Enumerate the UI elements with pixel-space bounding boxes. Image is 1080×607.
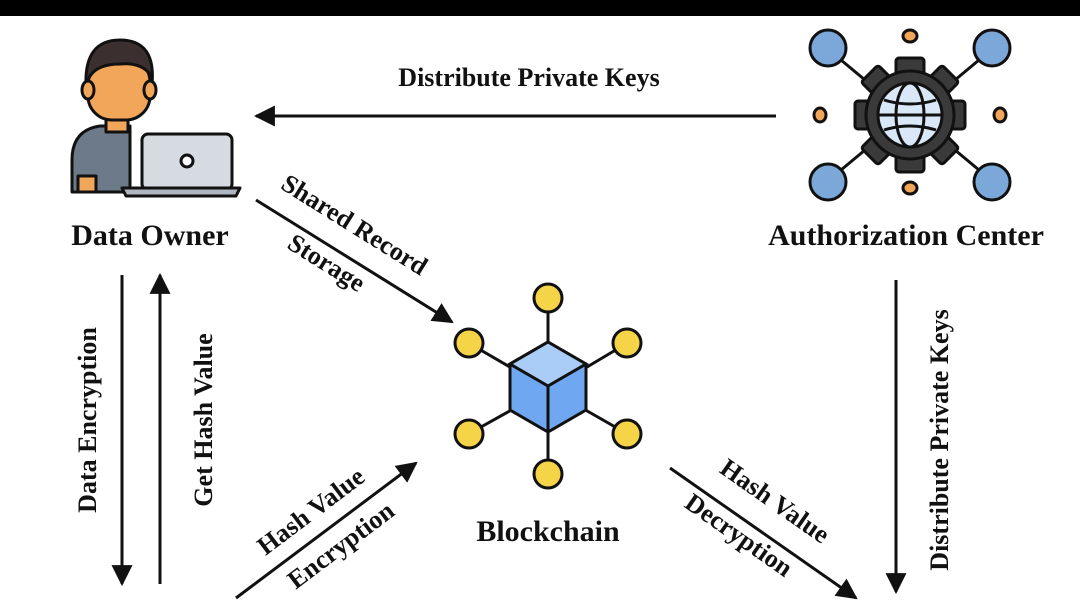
- label-data-encryption: Data Encryption: [73, 327, 102, 513]
- gear-network-icon: [808, 28, 1012, 202]
- arrow-blockchain-out: [669, 466, 858, 600]
- label-distribute-private-keys-top: Distribute Private Keys: [398, 63, 659, 92]
- authorization-center-label: Authorization Center: [768, 219, 1044, 252]
- label-get-hash-value: Get Hash Value: [189, 333, 218, 506]
- arrow-to-blockchain: [235, 461, 418, 600]
- user-laptop-icon: [70, 38, 242, 198]
- label-distribute-private-keys-right: Distribute Private Keys: [925, 309, 954, 570]
- blockchain-cube-icon: [453, 282, 643, 490]
- data-owner-label: Data Owner: [71, 219, 228, 252]
- blockchain-label: Blockchain: [476, 515, 620, 548]
- top-black-bar: [0, 0, 1080, 16]
- arrow-owner-to-blockchain: [255, 198, 454, 324]
